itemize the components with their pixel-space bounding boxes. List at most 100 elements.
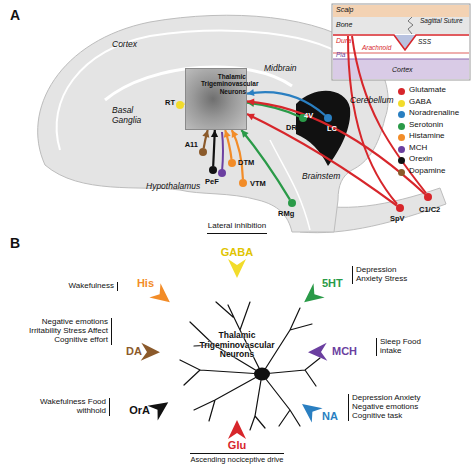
nucleus-label: RMg [278, 210, 302, 218]
arrowhead-shape [299, 399, 321, 421]
nucleus-dot: LC [324, 114, 332, 122]
pia-line [333, 58, 469, 59]
nucleus-label: VTM [250, 180, 276, 188]
transmitter-name: DA [116, 345, 142, 357]
neuron-label-box: Thalamic Trigeminovascular Neurons [194, 331, 280, 365]
arrowhead-shape [307, 341, 329, 363]
arrow-head [202, 130, 209, 138]
legend-row: MCH [398, 144, 472, 155]
layer-label: Arachnoid [362, 44, 391, 51]
projection-line [247, 114, 397, 206]
nucleus-dot: PeF [209, 166, 217, 174]
legend-row: Histamine [398, 132, 472, 143]
arrowhead-shape [149, 397, 171, 419]
panel-letter: A [10, 8, 20, 24]
legend-text: Orexin [409, 155, 433, 164]
nucleus-label: C1/C2 [419, 206, 449, 214]
legend-swatch [398, 169, 405, 176]
legend-row: Serotonin [398, 121, 472, 132]
arrow-head [247, 98, 254, 105]
function-list: Negative emotions Irritability Stress Af… [28, 318, 112, 345]
legend-row: GABA [398, 98, 472, 109]
nucleus-dot: RMg [288, 199, 296, 207]
legend-swatch [398, 100, 405, 107]
legend-swatch [398, 157, 405, 164]
brainstem-line [270, 140, 310, 230]
transmitter-arrowhead: NADepression Anxiety Negative emotions C… [299, 399, 321, 421]
nucleus-label: PeF [200, 178, 224, 186]
neuron-dendrites [180, 302, 320, 430]
transmitter-name: Glu [217, 439, 257, 451]
legend-swatch [398, 134, 405, 141]
projection-arrow [202, 130, 209, 148]
projection-arrow [211, 130, 218, 166]
transmitter-name: OrA [118, 404, 150, 416]
nucleus-label: A11 [176, 141, 198, 149]
legend-swatch [398, 146, 405, 153]
function-list: Depression Anxiety Stress [352, 266, 408, 284]
node-label: Thalamic Trigeminovascular Neurons [201, 73, 246, 95]
nucleus-label: SpV [390, 215, 412, 223]
layer-label: Sagittal Suture [420, 17, 466, 24]
sinus [394, 35, 416, 50]
region-label: Basal Ganglia [112, 106, 152, 125]
scalp-layer [333, 5, 469, 17]
region-label: Cortex [112, 40, 137, 50]
function-list: Ascending nociceptive drive [190, 453, 284, 464]
transmitter-arrowhead: OrAWakefulness Food withhold [149, 397, 171, 419]
nucleus-dot: VTM [239, 179, 247, 187]
region-label: Hypothalamus [146, 182, 200, 192]
panel-letter: B [10, 236, 20, 252]
arrow-head [247, 89, 255, 96]
function-list: Depression Anxiety Negative emotions Cog… [348, 394, 426, 421]
arrowhead-fill [299, 283, 325, 309]
projection-line [247, 101, 425, 194]
layer-label: Cortex [392, 66, 413, 74]
transmitter-name: His [128, 277, 154, 289]
arrowhead-fill [297, 397, 323, 423]
nucleus-label: DTM [238, 159, 264, 167]
transmitter-arrowhead: 5HTDepression Anxiety Stress [301, 285, 323, 307]
arrow-head [247, 114, 255, 121]
legend-row: Noradrenaline [398, 109, 472, 120]
nucleus-dot: SpV [396, 204, 404, 212]
transmitter-name: 5HT [322, 277, 352, 289]
nucleus-label: RT [160, 99, 175, 107]
nucleus-dot: DTM [228, 159, 236, 167]
nucleus-dot: RT [176, 101, 184, 109]
projection-arrow [247, 98, 425, 194]
arrowhead-fill [228, 259, 246, 278]
region-label: Brainstem [302, 172, 340, 182]
legend-swatch [398, 111, 405, 118]
transmitter-arrowhead: MCHSleep Food intake [307, 341, 329, 363]
legend-text: Serotonin [409, 121, 443, 130]
projection-arrow [232, 130, 243, 179]
afferent-line [348, 36, 397, 204]
legend-text: Histamine [409, 132, 445, 141]
arrowhead-fill [147, 395, 173, 421]
nucleus-label: DR [286, 124, 302, 132]
arrowhead-shape [226, 257, 248, 279]
transmitter-arrowhead: HisWakefulness [151, 285, 173, 307]
transmitter-name: NA [322, 410, 347, 422]
layer-label: Dura [336, 37, 351, 45]
arrow-head [224, 130, 231, 138]
function-list: Lateral inhibition [207, 222, 267, 234]
transmitter-arrowhead: GluAscending nociceptive drive [226, 419, 248, 441]
node-label: Thalamic Trigeminovascular Neurons [194, 331, 280, 360]
layer-label: SSS [418, 38, 431, 45]
region-label: Midbrain [264, 64, 297, 74]
arrow-head [241, 130, 248, 138]
projection-arrow [224, 130, 232, 159]
legend-row: Dopamine [398, 167, 472, 178]
arrowhead-shape [226, 419, 248, 441]
thalamus-region: Thalamic Trigeminovascular Neurons [185, 68, 247, 130]
layer-label: Scalp [336, 6, 354, 14]
legend-text: Glutamate [409, 86, 446, 95]
arrowhead-fill [141, 343, 161, 362]
layer-label: Bone [336, 21, 352, 29]
legend-text: GABA [409, 98, 431, 107]
arrowhead-shape [139, 341, 161, 363]
legend-row: Glutamate [398, 86, 472, 97]
